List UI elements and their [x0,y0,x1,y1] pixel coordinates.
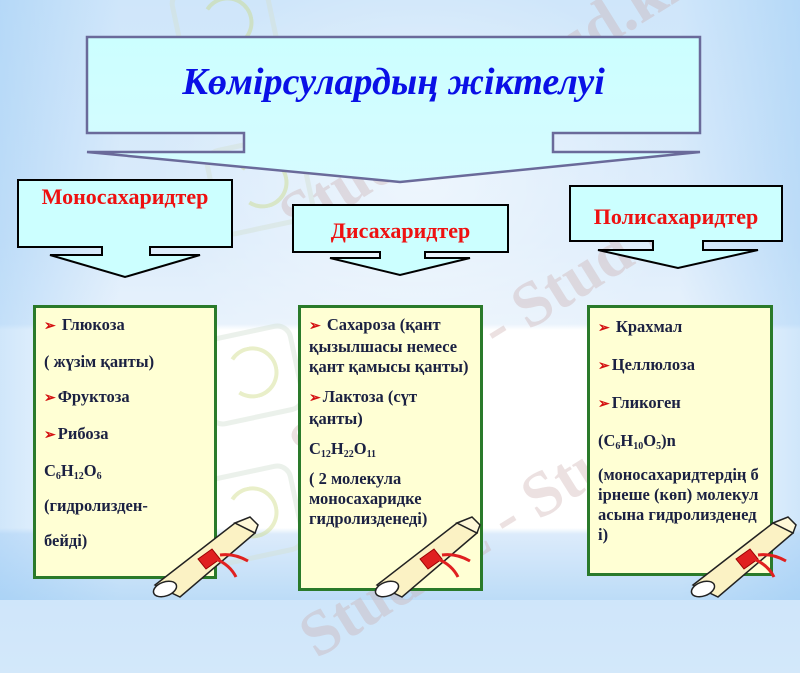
arrow-bullet-icon: ➢ [309,319,321,334]
poly-callout-shape [569,185,783,270]
arrow-bullet-icon: ➢ [44,391,56,406]
scroll-icon [690,516,797,598]
slide-title: Көмірсулардың жіктелуі [182,61,605,103]
title-callout-shape [85,35,702,184]
category-label-poly: Полисахаридтер [593,204,759,229]
arrow-bullet-icon: ➢ [44,319,56,334]
arrow-bullet-icon: ➢ [598,397,610,412]
monosaccharides-list: ➢ Глюкоза ( жүзім қанты) ➢Фруктоза ➢Рибо… [33,305,217,579]
mono-callout-shape [17,179,233,279]
list-item: ➢Рибоза [44,424,109,444]
arrow-bullet-icon: ➢ [598,321,610,336]
list-item: ➢Гликоген [598,393,681,412]
list-item: бейді) [44,531,88,550]
scroll-icon [152,516,259,598]
list-item: ➢Фруктоза [44,387,130,407]
list-item: ( 2 молекула моносахаридке гидролизденед… [309,469,428,528]
arrow-bullet-icon: ➢ [309,391,321,406]
callout-shapes [17,35,783,279]
list-item: (гидролизден- [44,496,148,515]
list-item: ➢Целлюлоза [598,355,695,374]
list-item: (моносахаридтердің бірнеше (көп) молекул… [598,465,759,544]
list-item: ➢ Сахароза (қант қызылшасы немесе қант қ… [309,315,469,376]
chemical-formula: (C6H10O5)n [598,431,676,452]
di-callout-shape [292,204,509,277]
disaccharides-list: ➢ Сахароза (қант қызылшасы немесе қант қ… [298,305,483,591]
scroll-icon [374,516,481,598]
arrow-bullet-icon: ➢ [598,359,610,374]
arrow-bullet-icon: ➢ [44,428,56,443]
list-item: ( жүзім қанты) [44,352,155,371]
list-item: ➢ Крахмал [598,317,683,336]
list-item: ➢Лактоза (сүт қанты) [309,387,418,428]
chemical-formula: C12H22O11 [309,439,377,460]
list-item: ➢ Глюкоза [44,315,125,335]
chemical-formula: C6H12O6 [44,461,102,482]
polysaccharides-list: ➢ Крахмал ➢Целлюлоза ➢Гликоген (C6H10O5)… [587,305,773,576]
category-label-di: Дисахаридтер [330,218,471,243]
category-label-mono: Моносахаридтер [41,184,209,209]
